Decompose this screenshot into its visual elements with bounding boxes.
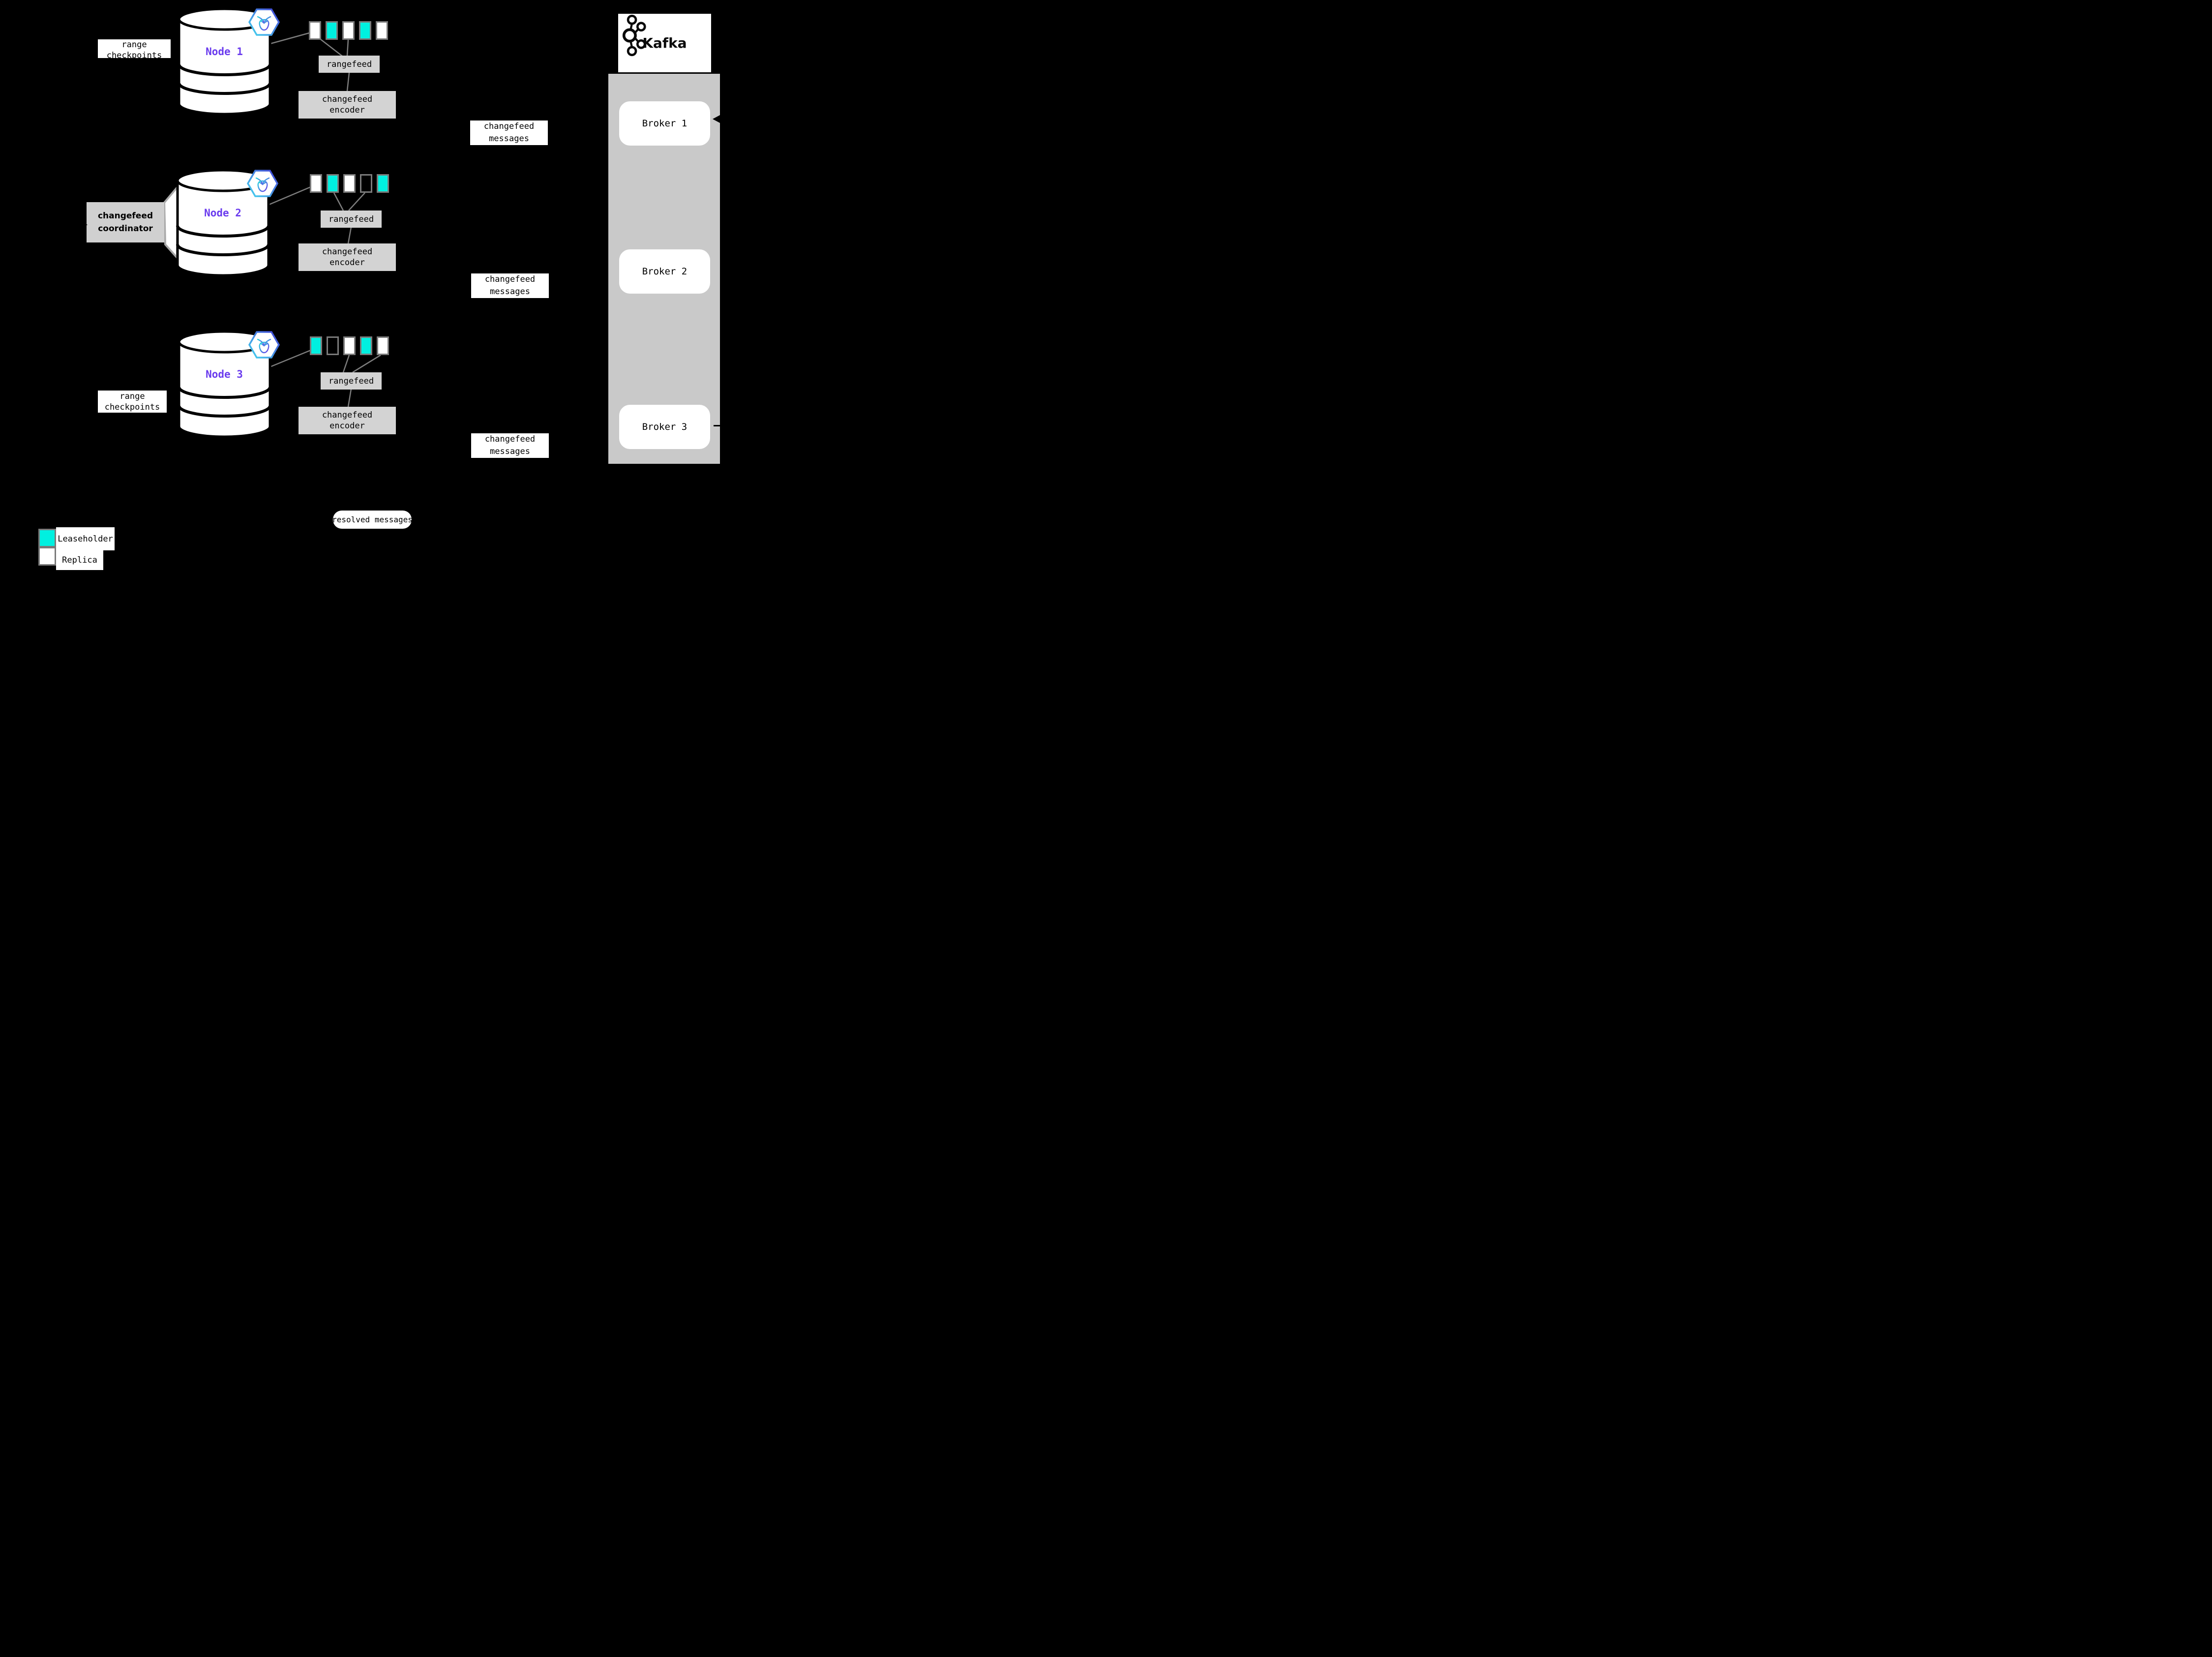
node3-range-squares [310,336,389,355]
range-checkpoints-text: range checkpoints [104,391,160,412]
changefeed-encoder-box-node2: changefeed encoder [299,243,396,271]
range-square-replica [310,174,322,193]
resolved-messages-pill: resolved messages [332,511,413,529]
range-square-replica [376,21,388,40]
legend-replica-label: Replica [56,550,103,570]
rangefeed-text: rangefeed [328,376,374,386]
broker-3-label: Broker 3 [642,422,688,432]
broker-1: Broker 1 [619,101,710,146]
range-square-leaseholder [377,174,389,193]
range-checkpoints-label-node3: range checkpoints [98,391,167,413]
resolved-messages-text: resolved messages [332,515,413,524]
range-square-none [360,174,372,193]
range-square-leaseholder [326,21,338,40]
changefeed-encoder-box-node1: changefeed encoder [299,91,396,119]
legend-replica-text: Replica [62,555,97,565]
rangefeed-text: rangefeed [328,214,374,224]
rangefeed-text: rangefeed [326,59,372,69]
changefeed-messages-text: changefeed messages [483,121,535,144]
changefeed-coordinator-text: changefeed coordinator [97,211,153,234]
changefeed-coordinator-box: changefeed coordinator [87,202,164,242]
changefeed-messages-label-2: changefeed messages [471,273,549,298]
broker-2: Broker 2 [619,249,710,294]
legend-leaseholder-label: Leaseholder [56,527,115,550]
changefeed-messages-text: changefeed messages [484,434,536,456]
changefeed-architecture-diagram: Node 1 Node 2 Node 3 [0,0,771,577]
changefeed-encoder-text: changefeed encoder [322,94,373,115]
range-square-none [327,336,339,355]
range-square-replica [343,174,356,193]
range-checkpoints-text: range checkpoints [106,40,162,58]
legend-replica-swatch [38,547,56,566]
node2-range-squares [310,174,389,193]
legend-leaseholder-swatch [38,529,56,547]
changefeed-encoder-text: changefeed encoder [322,247,373,268]
changefeed-messages-label-1: changefeed messages [470,121,548,145]
changefeed-encoder-box-node3: changefeed encoder [299,407,396,434]
changefeed-messages-text: changefeed messages [484,274,536,297]
range-square-leaseholder [310,336,322,355]
range-square-leaseholder [360,336,372,355]
kafka-title: Kafka [642,35,687,51]
range-square-replica [377,336,389,355]
range-square-leaseholder [327,174,339,193]
broker-3: Broker 3 [619,405,710,449]
rangefeed-box-node1: rangefeed [319,56,380,73]
rangefeed-box-node2: rangefeed [321,211,382,228]
changefeed-messages-label-3: changefeed messages [471,433,549,458]
range-square-replica [343,336,356,355]
range-square-replica [309,21,321,40]
kafka-box: Kafka [618,14,711,72]
range-square-replica [342,21,355,40]
range-square-leaseholder [359,21,371,40]
changefeed-encoder-text: changefeed encoder [322,410,373,431]
rangefeed-box-node3: rangefeed [321,372,382,390]
node1-range-squares [309,21,388,40]
range-checkpoints-label-node1: range checkpoints [98,39,171,58]
broker-2-label: Broker 2 [642,266,688,277]
legend-leaseholder-text: Leaseholder [58,534,113,544]
broker-1-label: Broker 1 [642,118,688,129]
